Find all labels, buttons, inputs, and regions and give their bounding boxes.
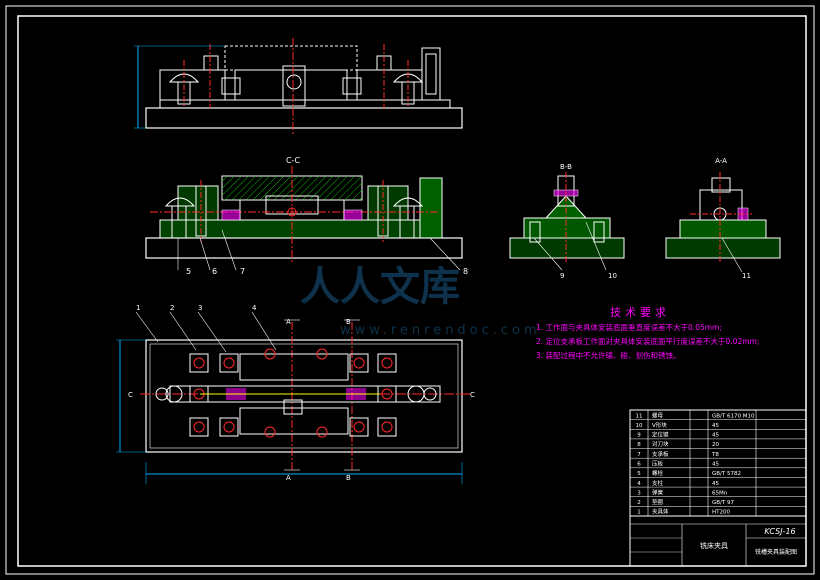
balloon-5: 5 [186, 267, 191, 276]
outer-frame [5, 5, 815, 575]
parts-row-no: 2 [637, 500, 641, 506]
balloon-8: 8 [463, 267, 468, 276]
section-label-bb: B-B [560, 163, 572, 171]
cut-marker-c-right: C [470, 391, 475, 399]
watermark-text: 人人文库 [300, 264, 460, 310]
balloon-9: 9 [560, 272, 564, 280]
drawing-number: KCSJ-16 [764, 527, 795, 536]
parts-row-spec: 20 [712, 442, 719, 448]
tech-req-item: 1. 工作面与夹具体安装底面垂直度误差不大于0.05mm; [536, 322, 722, 332]
parts-row-spec: 45 [712, 462, 719, 468]
parts-row-name: 螺栓 [652, 469, 664, 477]
parts-row-no: 4 [637, 481, 641, 487]
cut-marker-b-top: B [346, 318, 351, 326]
parts-row-spec: GB/T 6170 M10 [712, 413, 755, 419]
title-block: KCSJ-16 铣床夹具 铣槽夹具装配图 11 螺母 GB/T 6170 M10 10… [629, 409, 807, 567]
parts-row-no: 6 [637, 462, 641, 468]
parts-row-name: 夹具体 [652, 508, 669, 516]
parts-row-spec: 45 [712, 423, 719, 429]
balloon-3: 3 [198, 304, 202, 312]
parts-row-name: 支承板 [652, 450, 669, 458]
section-label-aa: A-A [715, 157, 727, 165]
balloon-6: 6 [212, 267, 217, 276]
parts-row-no: 3 [637, 490, 641, 496]
parts-row-spec: T8 [711, 452, 719, 458]
section-bb-view [509, 172, 625, 271]
section-cc-view [145, 166, 463, 271]
parts-row-no: 5 [637, 471, 641, 477]
balloon-1: 1 [136, 304, 140, 312]
parts-row-spec: 65Mn [712, 490, 728, 496]
parts-row-no: 9 [637, 433, 641, 439]
balloon-2: 2 [170, 304, 174, 312]
cut-marker-c-left: C [128, 391, 133, 399]
cut-marker-a-top: A [286, 318, 291, 326]
parts-row-spec: GB/T 97 [712, 500, 734, 506]
parts-row-name: 螺母 [652, 411, 664, 419]
parts-row-no: 7 [637, 452, 641, 458]
balloon-11: 11 [742, 272, 751, 280]
parts-row-name: 垫圈 [652, 498, 664, 506]
balloon-7: 7 [240, 267, 245, 276]
tech-req-item: 3. 装配过程中不允许磕、碰、划伤和锈蚀。 [536, 350, 681, 360]
tech-req-item: 2. 定位支承板工作面对夹具体安装底面平行度误差不大于0.02mm; [536, 336, 759, 346]
parts-row-spec: 45 [712, 481, 719, 487]
parts-row-name: 压板 [652, 460, 664, 468]
watermark-logo: 人人文库 www.renrendoc.com [300, 264, 541, 338]
watermark-url: www.renrendoc.com [340, 323, 541, 338]
parts-row-name: 定位键 [652, 431, 669, 439]
parts-row-no: 1 [637, 510, 641, 516]
parts-row-no: 11 [636, 413, 643, 419]
parts-row-name: 对刀块 [652, 440, 669, 448]
section-label-cc: C-C [286, 156, 300, 165]
parts-row-spec: HT200 [712, 510, 730, 516]
parts-row-no: 8 [637, 442, 641, 448]
balloon-10: 10 [608, 272, 617, 280]
parts-row-name: 支柱 [652, 479, 664, 487]
drawing-title: 铣槽夹具装配图 [755, 548, 797, 556]
tech-requirements: 技术要求 1. 工作面与夹具体安装底面垂直度误差不大于0.05mm; 2. 定位… [536, 306, 759, 360]
part-name: 铣床夹具 [700, 541, 728, 550]
cut-marker-a-bottom: A [286, 474, 291, 482]
inner-frame [17, 15, 807, 567]
parts-row-no: 10 [636, 423, 643, 429]
parts-row-spec: GB/T 5782 [712, 471, 741, 477]
section-aa-view [665, 172, 781, 273]
tech-req-title: 技术要求 [610, 306, 670, 319]
parts-row-spec: 45 [712, 433, 719, 439]
balloon-4: 4 [252, 304, 257, 312]
cut-marker-b-bottom: B [346, 474, 351, 482]
parts-row-name: V形块 [652, 421, 667, 429]
plan-view [116, 311, 470, 484]
parts-row-name: 弹簧 [652, 488, 664, 496]
front-view [134, 38, 463, 134]
